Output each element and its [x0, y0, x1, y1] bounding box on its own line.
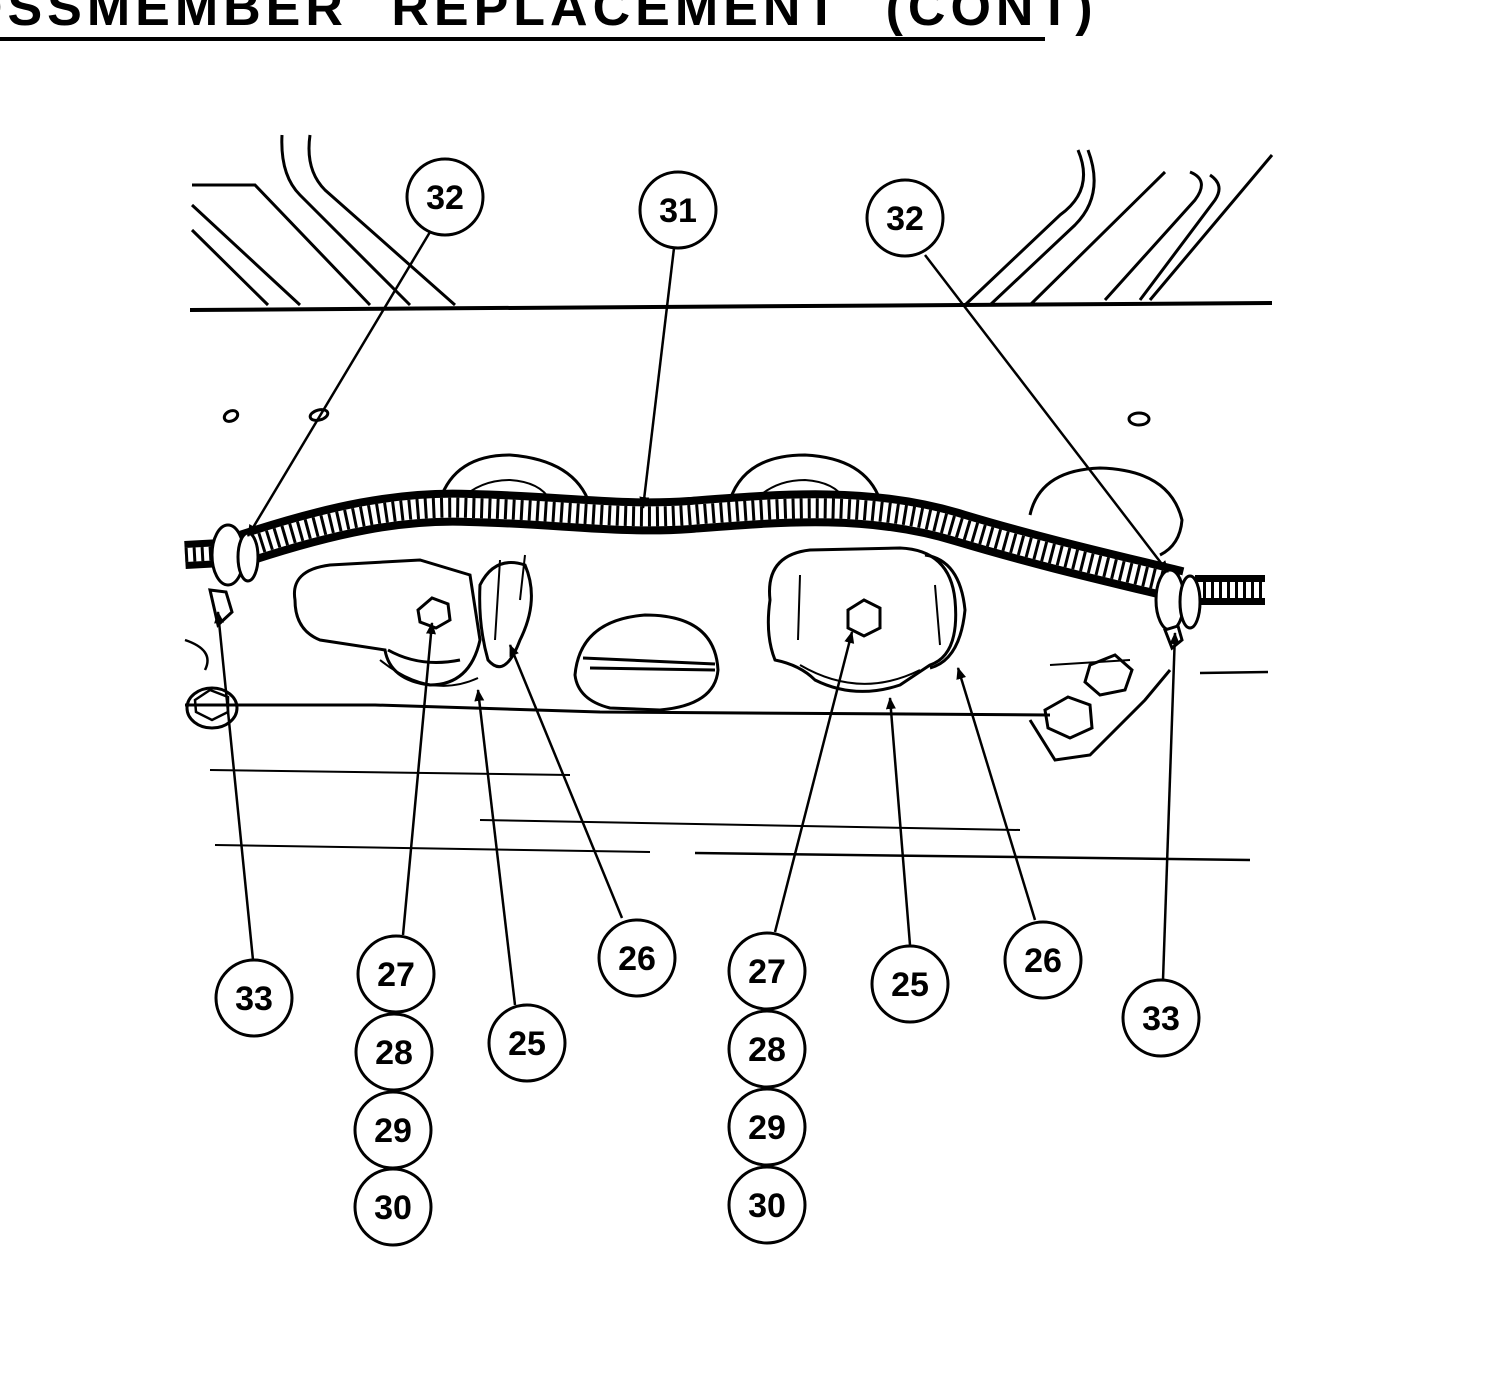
callout-27-right: 27 — [727, 931, 807, 1011]
callout-29-left: 29 — [353, 1090, 433, 1170]
callout-30-left: 30 — [353, 1167, 433, 1247]
callouts: 32 31 32 33 27 28 29 30 — [214, 157, 1201, 1247]
page-title: OSSMEMBER REPLACEMENT (CONT) — [0, 0, 1098, 37]
callout-33-right: 33 — [1121, 978, 1201, 1058]
leader-lines — [214, 231, 1180, 1006]
callout-28-right: 28 — [727, 1009, 807, 1089]
callout-32-right: 32 — [865, 178, 945, 258]
leader-27-right — [773, 631, 855, 933]
stabilizer-bar — [184, 489, 1265, 605]
leader-32-right — [924, 254, 1169, 573]
left-mount-bracket — [292, 554, 533, 687]
svg-text:26: 26 — [618, 940, 656, 978]
callout-29-right: 29 — [727, 1087, 807, 1167]
svg-text:32: 32 — [886, 200, 924, 238]
leader-25-right — [885, 697, 912, 946]
callout-30-right: 30 — [727, 1165, 807, 1245]
callout-28-left: 28 — [354, 1012, 434, 1092]
svg-text:33: 33 — [1142, 1000, 1180, 1038]
callout-32-left: 32 — [405, 157, 485, 237]
svg-text:29: 29 — [374, 1112, 412, 1150]
svg-text:31: 31 — [659, 192, 697, 230]
svg-text:28: 28 — [375, 1034, 413, 1072]
svg-text:28: 28 — [748, 1031, 786, 1069]
callout-26-left: 26 — [597, 918, 677, 998]
leader-33-left — [214, 611, 255, 961]
leader-25-left — [474, 689, 517, 1006]
svg-text:25: 25 — [891, 966, 929, 1004]
leader-27-left — [401, 622, 436, 936]
leader-33-right — [1161, 632, 1180, 981]
callout-26-right: 26 — [1003, 920, 1083, 1000]
callout-25-left: 25 — [487, 1003, 567, 1083]
callout-27-left: 27 — [356, 934, 436, 1014]
svg-text:26: 26 — [1024, 942, 1062, 980]
svg-text:29: 29 — [748, 1109, 786, 1147]
leader-32-left — [246, 231, 432, 537]
svg-text:30: 30 — [748, 1187, 786, 1225]
end-clamps — [208, 523, 1202, 651]
callout-33-left: 33 — [214, 958, 294, 1038]
title-underline — [0, 37, 1045, 41]
svg-text:33: 33 — [235, 980, 273, 1018]
leader-26-right — [956, 667, 1037, 921]
svg-text:32: 32 — [426, 179, 464, 217]
page-header: OSSMEMBER REPLACEMENT (CONT) — [0, 0, 1093, 41]
leader-26-left — [508, 644, 624, 919]
svg-text:25: 25 — [508, 1025, 546, 1063]
leader-31 — [639, 247, 676, 509]
svg-text:27: 27 — [377, 956, 415, 994]
svg-text:27: 27 — [748, 953, 786, 991]
right-mount-bracket — [766, 546, 967, 693]
svg-text:30: 30 — [374, 1189, 412, 1227]
callout-31: 31 — [638, 170, 718, 250]
callout-25-right: 25 — [870, 944, 950, 1024]
